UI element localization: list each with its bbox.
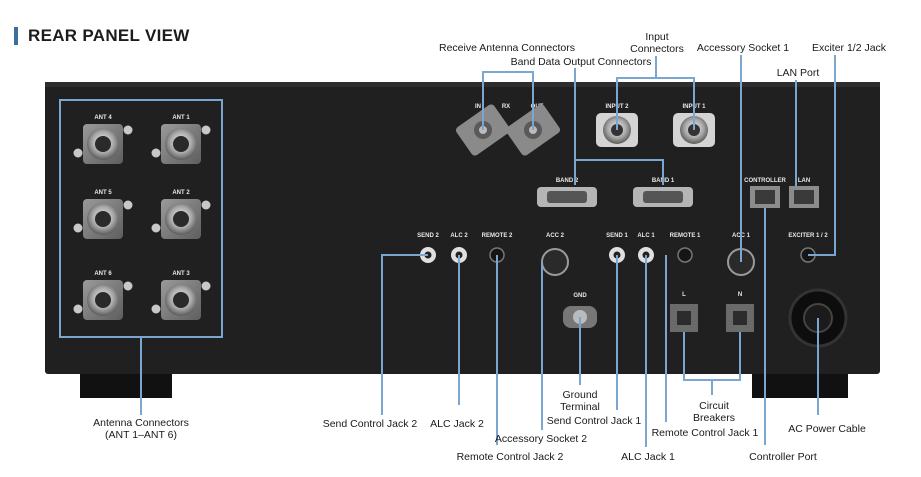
callout-remote1: Remote Control Jack 1 [652,427,759,439]
band2-connector [537,187,597,207]
ant6-connector: ANT 6 [73,271,133,320]
lan-label: LAN [798,178,810,184]
rx-in-label: IN [475,104,481,110]
alc2-label: ALC 2 [450,233,468,239]
ant2-label: ANT 2 [172,190,190,196]
callout-exciter: Exciter 1/2 Jack [812,42,887,54]
callout-lines [140,55,836,447]
controller-label: CONTROLLER [744,178,786,184]
title-accent-bar [14,27,18,45]
band1-connector [633,187,693,207]
callout-antenna-line1: Antenna Connectors [93,417,189,429]
callout-ground-line2: Terminal [560,401,600,413]
breaker-l-label: L [682,292,686,298]
callout-breakers-line2: Breakers [693,412,735,424]
chassis [45,82,880,374]
callout-controller: Controller Port [749,451,817,463]
alc1-label: ALC 1 [637,233,655,239]
callout-ac-power: AC Power Cable [788,423,866,435]
send2-label: SEND 2 [417,233,439,239]
ant3-label: ANT 3 [172,271,190,277]
controller-port [750,186,780,208]
chassis-top-edge [45,82,880,87]
callout-alc2: ALC Jack 2 [430,418,484,430]
rx-label: RX [502,104,510,110]
ant5-connector: ANT 5 [73,190,133,239]
callout-band-data: Band Data Output Connectors [511,56,652,68]
callout-lan-port: LAN Port [777,67,820,79]
callout-antenna-line2: (ANT 1–ANT 6) [105,429,177,441]
lan-port [789,186,819,208]
foot-right [752,374,848,398]
ant4-label: ANT 4 [94,115,112,121]
gnd-label: GND [573,293,587,299]
callout-ground-line1: Ground [562,389,597,401]
callout-receive-antenna: Receive Antenna Connectors [439,42,575,54]
callout-alc1: ALC Jack 1 [621,451,675,463]
remote2-label: REMOTE 2 [482,233,513,239]
callout-send2: Send Control Jack 2 [323,418,418,430]
ant1-label: ANT 1 [172,115,190,121]
ant2-connector: ANT 2 [151,190,211,239]
acc2-socket [541,248,569,276]
title-block: REAR PANEL VIEW [14,26,190,46]
callout-breakers-line1: Circuit [699,400,729,412]
page-title: REAR PANEL VIEW [28,26,190,45]
foot-left [80,374,172,398]
callout-acc1: Accessory Socket 1 [697,42,789,54]
ant1-connector: ANT 1 [151,115,211,164]
acc2-label: ACC 2 [546,233,565,239]
breaker-n-label: N [738,292,742,298]
callout-input-connectors-line2: Connectors [630,43,684,55]
remote1-jack [677,247,693,263]
leader-receive-antenna [482,71,534,130]
ant6-label: ANT 6 [94,271,112,277]
callout-send1: Send Control Jack 1 [547,415,642,427]
ant5-label: ANT 5 [94,190,112,196]
callout-acc2: Accessory Socket 2 [495,433,587,445]
callout-remote2: Remote Control Jack 2 [457,451,564,463]
band2-label: BAND 2 [556,178,579,184]
ant3-connector: ANT 3 [151,271,211,320]
leader-send2 [381,254,428,415]
ant4-connector: ANT 4 [73,115,133,164]
exciter-label: EXCITER 1 / 2 [788,233,828,239]
send1-label: SEND 1 [606,233,628,239]
remote1-label: REMOTE 1 [670,233,701,239]
leader-band-data [574,159,664,185]
callout-input-connectors-line1: Input [645,31,668,43]
leader-exciter [808,55,836,256]
